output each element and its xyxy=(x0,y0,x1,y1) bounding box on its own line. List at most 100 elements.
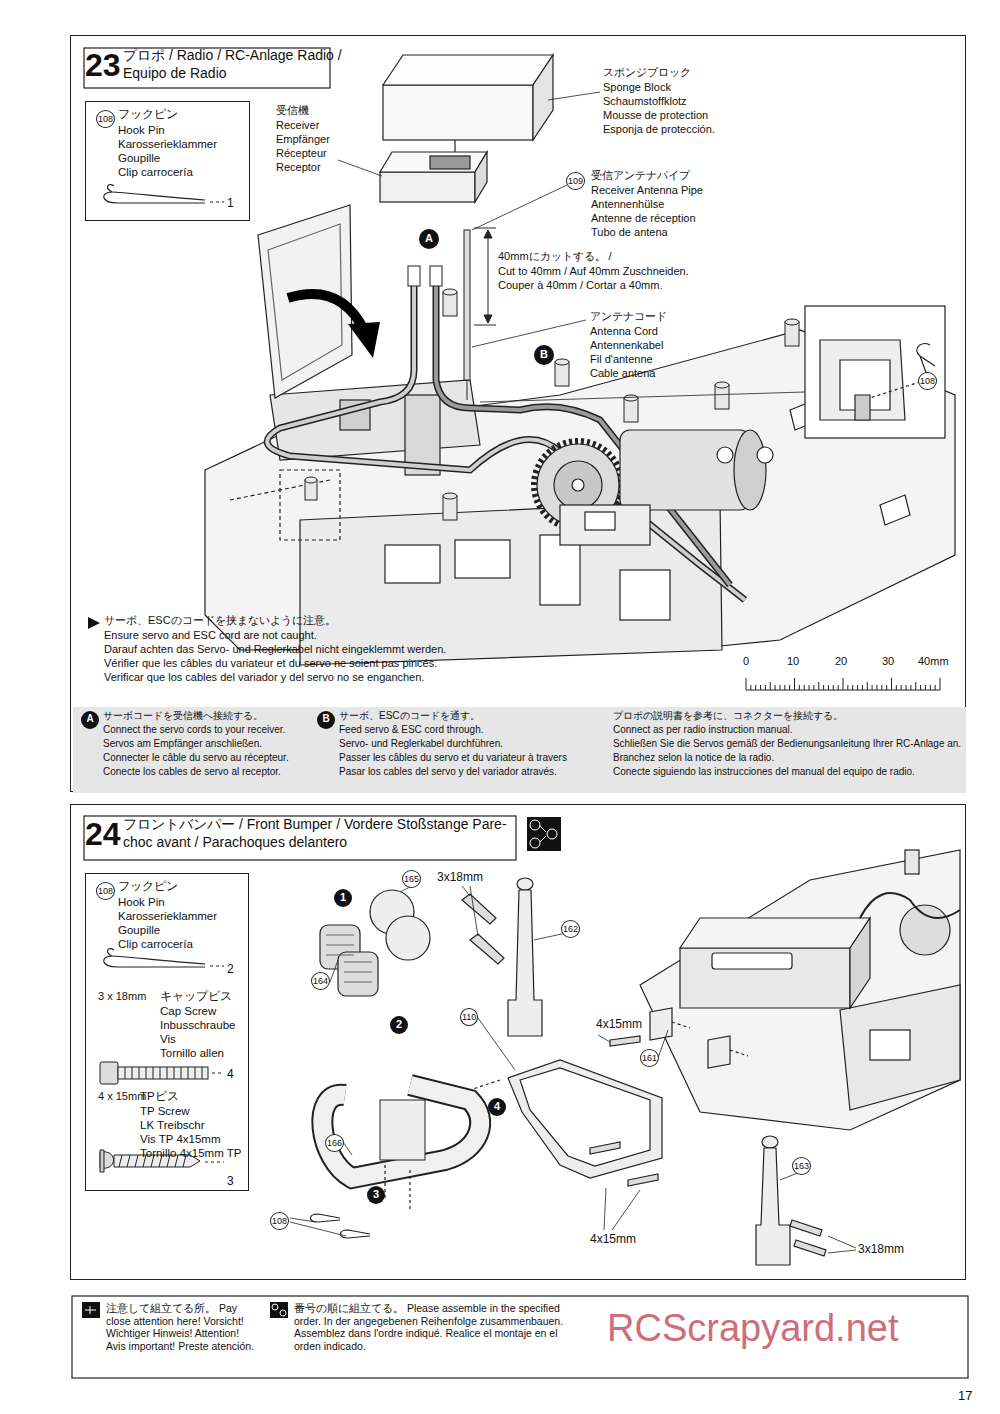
hook-pins-108 xyxy=(311,1165,411,1238)
page-number: 17 xyxy=(958,1388,972,1404)
hook-pins-108-part xyxy=(341,1230,371,1238)
legend-frame-part xyxy=(82,1302,100,1318)
note-text: Servo- und Reglerkabel durchführen. xyxy=(339,738,503,750)
hook-pin-icon-part xyxy=(210,201,224,202)
part-list-text: Vis TP 4x15mm xyxy=(140,1133,221,1147)
note-text: Feed servo & ESC cord through. xyxy=(339,724,484,736)
cap-screw-icon-part xyxy=(212,1073,224,1074)
leader-line-part xyxy=(604,1188,606,1230)
receiver-part xyxy=(380,172,475,202)
note-text: Conecte siguiendo las instrucciones del … xyxy=(613,766,915,778)
callout-number: 166 xyxy=(325,1134,344,1152)
chassis-plate-part xyxy=(385,545,440,583)
screws-step24-part xyxy=(590,1142,620,1154)
leader-line xyxy=(290,882,856,1253)
step-frame: 24フロントバンパー / Front Bumper / Vordere Stoß… xyxy=(70,804,966,1280)
leader-line-part xyxy=(338,160,382,176)
scale-number: 40mm xyxy=(918,655,949,668)
part-label: Esponja de protección. xyxy=(603,123,715,136)
callout-number: 4 xyxy=(488,1098,506,1116)
part-label: スポンジブロック xyxy=(603,66,691,79)
note-text: Pasar los cables del servo y del variado… xyxy=(339,766,557,778)
screws-step24-part xyxy=(628,1174,658,1186)
body-posts-part xyxy=(624,395,638,401)
body-posts-part xyxy=(785,322,799,346)
detail-inset xyxy=(805,306,945,438)
light-buckets-164-165-part xyxy=(386,916,430,960)
order-icon-part xyxy=(527,817,561,851)
part-label: Antennenkabel xyxy=(590,339,663,352)
body-posts-part xyxy=(443,493,457,499)
gear-and-motor-part xyxy=(757,447,773,463)
cap-screw-icon-part xyxy=(125,1067,202,1079)
chassis-plate-part xyxy=(280,470,340,540)
callout-number: 162 xyxy=(561,920,580,938)
gear-and-motor xyxy=(534,430,773,545)
tp-screw-icon-part xyxy=(100,1150,104,1172)
watermark: RCScrapyard.net xyxy=(607,1306,898,1352)
part-list-text: Hook Pin xyxy=(118,896,165,910)
warning-note: Ensure servo and ESC cord are not caught… xyxy=(104,629,317,642)
sponge-block xyxy=(383,55,553,140)
note-text: Servos am Empfänger anschließen. xyxy=(103,738,262,750)
legend-frame xyxy=(72,1296,968,1378)
antenna-pipe-part xyxy=(474,325,496,326)
cap-screw-icon-part xyxy=(100,1062,118,1084)
leader-line-part xyxy=(548,92,600,100)
screws-step24 xyxy=(462,894,826,1256)
part-label: Receptor xyxy=(276,161,321,174)
callout-number: 161 xyxy=(640,1049,659,1067)
part-label: 受信アンテナパイプ xyxy=(591,169,690,182)
note-text: Branchez selon la notice de la radio. xyxy=(613,752,774,764)
part-list-text: 4 x 15mm xyxy=(98,1090,146,1103)
screws-step24-part xyxy=(610,1036,640,1046)
callout-number: 165 xyxy=(402,870,421,888)
callout-number: B xyxy=(317,711,335,729)
hook-pin-icon-part xyxy=(104,956,205,967)
bumper-mount-110-part xyxy=(470,1080,500,1090)
warning-note: Darauf achten das Servo- und Reglerkabel… xyxy=(104,643,446,656)
leader-line xyxy=(338,92,805,402)
note-text: Connect the servo cords to your receiver… xyxy=(103,724,285,736)
legend-frame-part xyxy=(85,1306,96,1314)
part-label: 3x18mm xyxy=(437,870,483,884)
part-label: 4x15mm xyxy=(590,1232,636,1246)
antenna-pipe-part xyxy=(488,232,489,321)
sponge-block-part xyxy=(533,55,553,140)
body-mount-161-part xyxy=(650,1008,672,1040)
callout-number: 2 xyxy=(390,1016,408,1034)
part-label: 受信機 xyxy=(276,104,309,117)
part-list-text: Inbusschraube xyxy=(160,1019,235,1033)
cap-screw-icon xyxy=(100,1062,224,1084)
callout-number: 110 xyxy=(460,1008,478,1026)
step-heading: プロポ / Radio / RC-Anlage Radio / Equipo d… xyxy=(123,47,343,82)
body-mount-161-part xyxy=(708,1036,730,1068)
antenna-pipe-part xyxy=(484,230,492,238)
gear-and-motor-part xyxy=(560,505,650,545)
bumper-mount-110 xyxy=(470,1060,662,1178)
part-label: Receiver Antenna Pipe xyxy=(591,184,703,197)
part-list-text: Cap Screw xyxy=(160,1005,216,1019)
body-mount-161 xyxy=(650,1008,748,1068)
gear-and-motor-part xyxy=(717,447,733,463)
part-label: 3x18mm xyxy=(858,1242,904,1256)
callout-number: 1 xyxy=(334,889,352,907)
gear-and-motor-part xyxy=(554,461,602,509)
warning-note: サーボ、ESCのコードを挟まないように注意。 xyxy=(104,614,336,627)
fold-arrow xyxy=(288,294,380,358)
body-posts-part xyxy=(555,359,569,365)
chassis-front-part xyxy=(840,985,960,1110)
bumper-mount-110-part xyxy=(520,1068,650,1166)
light-buckets-164-165 xyxy=(320,890,430,996)
part-list-text: 3 x 18mm xyxy=(98,990,146,1003)
leader-line-part xyxy=(828,1250,856,1253)
gear-and-motor-part xyxy=(734,430,766,510)
sponge-block-part xyxy=(383,85,533,140)
radio-box-closed-part xyxy=(850,918,870,1008)
body-posts-part xyxy=(715,385,729,409)
note-text: サーボコードを受信機へ接続する。 xyxy=(103,710,263,722)
step-number: 23 xyxy=(85,46,121,84)
part-label: Schaumstoffklotz xyxy=(603,95,687,108)
part-list-text: フックピン xyxy=(118,880,178,894)
part-list-text: Clip carrocería xyxy=(118,938,193,952)
